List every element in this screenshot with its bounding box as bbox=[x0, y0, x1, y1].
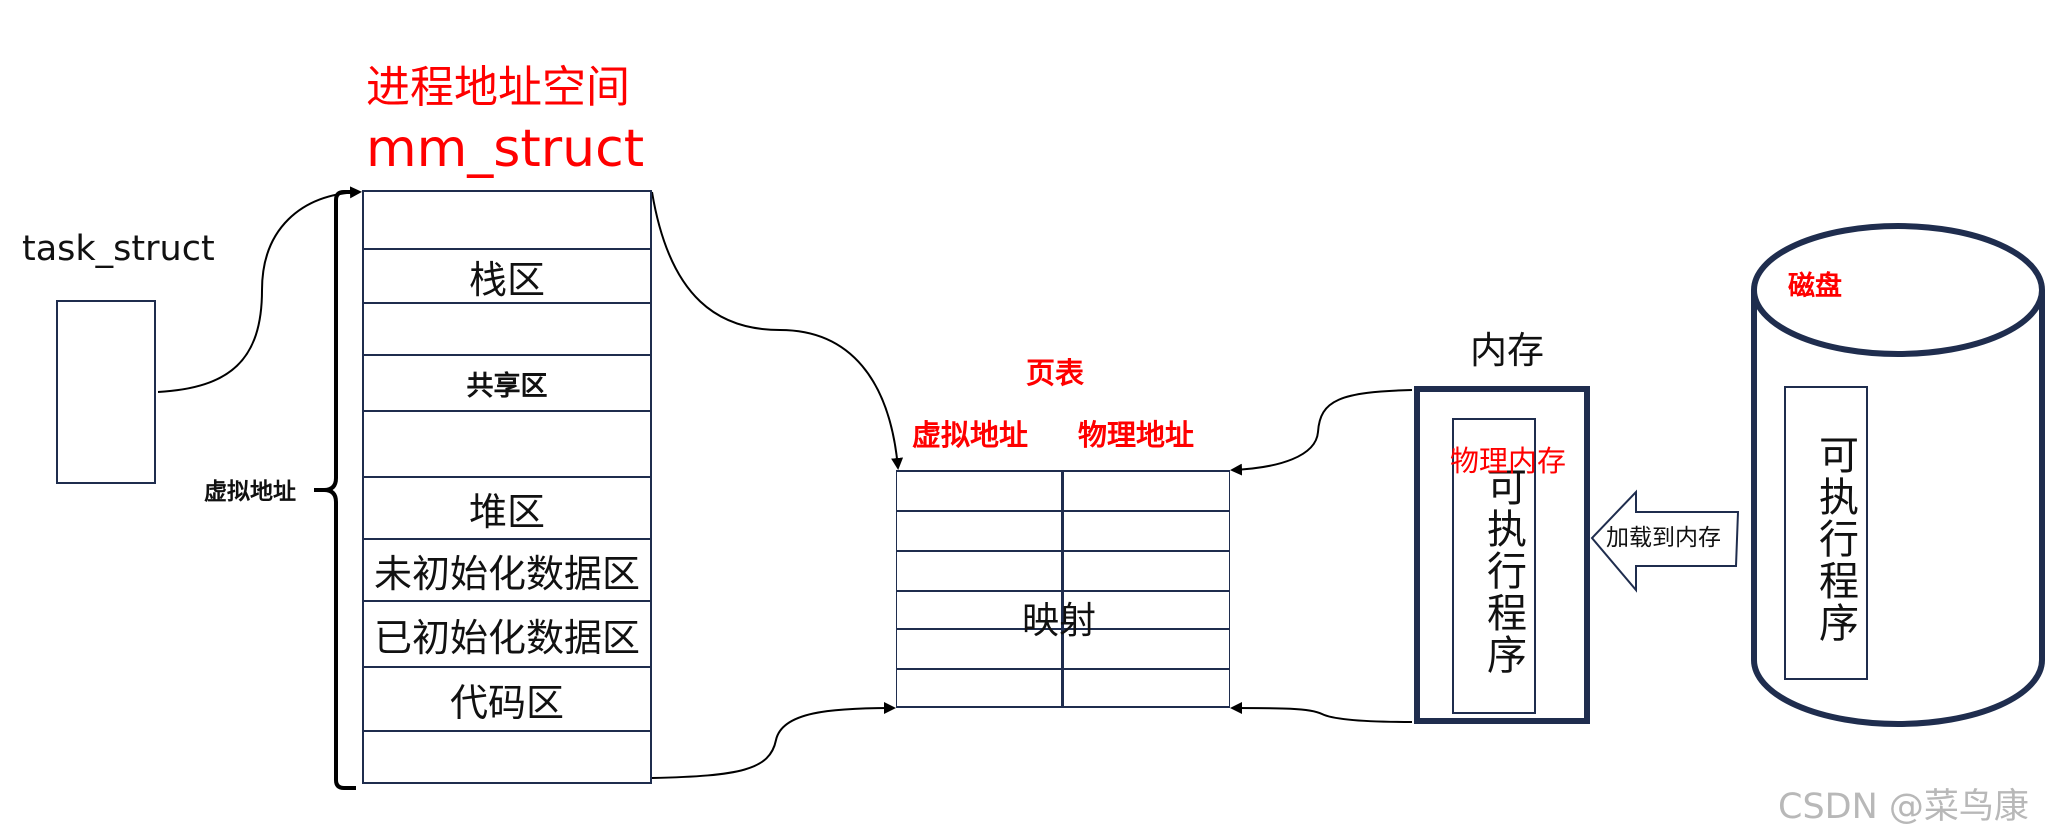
mm-segment-blank-1 bbox=[364, 302, 650, 354]
mm-segment-shared: 共享区 bbox=[364, 354, 650, 410]
mm-segment-blank-2 bbox=[364, 410, 650, 476]
page-table bbox=[896, 470, 1230, 708]
mm-to-pagetable-top-connector bbox=[651, 191, 904, 470]
load-to-memory-label: 加载到内存 bbox=[1606, 525, 1721, 551]
virtual-address-label: 虚拟地址 bbox=[204, 479, 296, 505]
virtual-address-brace bbox=[314, 190, 356, 790]
disk-label: 磁盘 bbox=[1788, 271, 1842, 302]
mm-segment-top-blank bbox=[364, 192, 650, 248]
task-struct-box bbox=[56, 300, 156, 484]
disk-program-label: 可执行程序 bbox=[1812, 434, 1858, 644]
memory-program-label: 可执行程序 bbox=[1480, 466, 1526, 676]
page-table-column-divider bbox=[1061, 472, 1064, 706]
mm-segment-stack: 栈区 bbox=[364, 248, 650, 302]
mm-segment-bss: 未初始化数据区 bbox=[364, 538, 650, 600]
memory-to-pagetable-bottom-connector bbox=[1230, 702, 1413, 723]
task-struct-label: task_struct bbox=[22, 229, 215, 269]
page-table-row-divider bbox=[897, 510, 1229, 512]
process-address-space: 栈区 共享区 堆区 未初始化数据区 已初始化数据区 代码区 bbox=[362, 190, 652, 784]
page-table-title: 页表 bbox=[1026, 356, 1085, 390]
watermark: CSDN @菜鸟康 bbox=[1778, 787, 2029, 827]
page-table-row-divider bbox=[897, 628, 1229, 630]
task-to-mm-connector bbox=[157, 186, 362, 393]
page-table-virtual-header: 虚拟地址 bbox=[912, 418, 1029, 452]
disk-cylinder-icon bbox=[1751, 223, 2045, 727]
memory-box bbox=[1414, 386, 1590, 724]
memory-program-box bbox=[1452, 418, 1536, 714]
page-table-row-divider bbox=[897, 550, 1229, 552]
memory-title: 内存 bbox=[1470, 329, 1544, 372]
mm-segment-data: 已初始化数据区 bbox=[364, 600, 650, 666]
mm-segment-heap: 堆区 bbox=[364, 476, 650, 538]
mm-struct-subtitle: mm_struct bbox=[366, 119, 645, 179]
page-table-row-divider bbox=[897, 590, 1229, 592]
page-table-row-divider bbox=[897, 668, 1229, 670]
page-table-mapping-label: 映射 bbox=[1022, 599, 1096, 642]
load-to-memory-arrow bbox=[1590, 489, 1740, 593]
disk-program-box bbox=[1784, 386, 1868, 680]
memory-to-pagetable-top-connector bbox=[1230, 389, 1413, 476]
page-table-physical-header: 物理地址 bbox=[1078, 418, 1195, 452]
mm-segment-code: 代码区 bbox=[364, 666, 650, 730]
mm-struct-title: 进程地址空间 bbox=[366, 62, 630, 113]
physical-memory-label: 物理内存 bbox=[1450, 444, 1567, 478]
mm-to-pagetable-bottom-connector bbox=[651, 702, 896, 779]
mm-segment-bottom-blank bbox=[364, 730, 650, 782]
